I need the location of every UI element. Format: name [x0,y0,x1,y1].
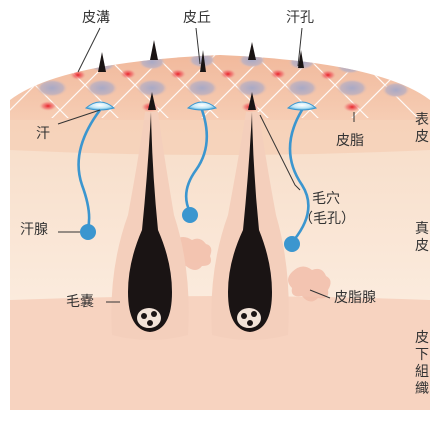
label-sweat-gland: 汗腺 [20,222,48,238]
layer-label-subcutaneous: 皮下組織 [415,330,429,397]
label-sweat: 汗 [36,126,50,142]
sweat-gland-1 [80,224,96,240]
label-hair-follicle-opening-alt: （毛孔） [299,211,355,227]
sweat-drop-3 [286,101,318,111]
sweat-duct-2 [184,108,209,214]
layer-label-epidermis: 表皮 [415,112,429,145]
label-sweat-pore: 汗孔 [286,10,314,26]
sebaceous-gland-right [288,266,331,302]
label-hair-bulb: 毛嚢 [66,294,94,310]
dermis-upper-band [10,118,430,155]
label-hair-follicle-opening: 毛穴 [312,191,340,207]
hair-papilla-left [137,308,161,328]
layer-label-dermis: 真皮 [415,221,429,254]
label-skin-ridge: 皮丘 [183,10,211,26]
dermis-layer [10,110,430,300]
leader-lines [57,27,355,303]
sweat-duct-3 [288,108,310,242]
hair-left [128,112,172,332]
hair-right [228,112,272,332]
sebum-spots [39,69,361,112]
label-skin-groove: 皮溝 [82,10,110,26]
sweat-drop-1 [84,101,116,111]
hair-papilla-right [237,308,261,328]
sweat-drop-2 [186,101,218,111]
sweat-gland-2 [182,207,198,223]
label-sebum: 皮脂 [336,133,364,149]
sweat-gland-3 [284,236,300,252]
hair-tips [98,40,304,110]
label-sebaceous-gland: 皮脂腺 [334,290,376,306]
sweat-duct-1 [77,108,102,230]
